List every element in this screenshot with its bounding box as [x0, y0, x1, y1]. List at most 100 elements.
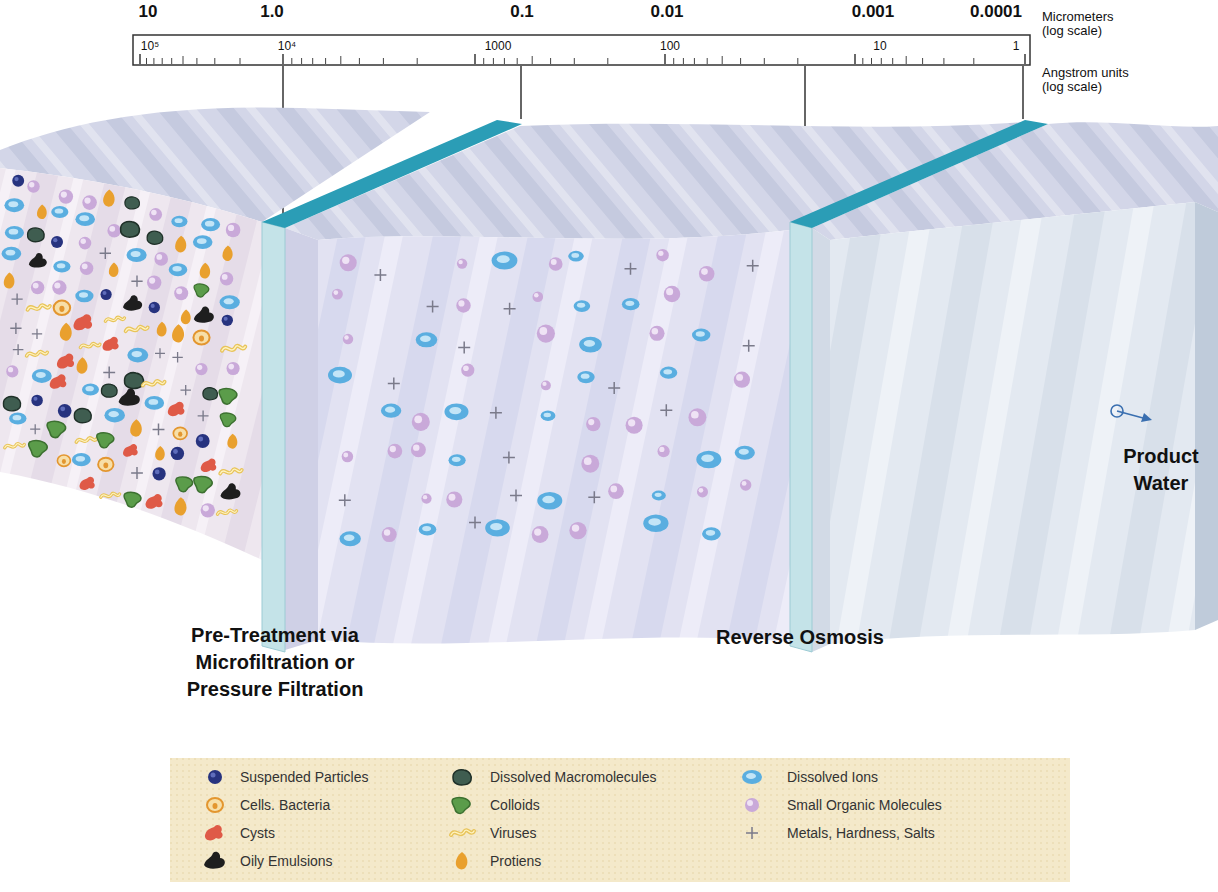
flow-arrow-shaft	[1117, 411, 1143, 418]
organic-molecule	[414, 415, 422, 423]
suspended-particle	[198, 437, 203, 442]
dissolved-ion-icon	[4, 198, 24, 212]
dissolved-ion	[82, 384, 99, 396]
oily-emulsion-icon	[29, 253, 47, 267]
dissolved-ion	[449, 407, 461, 414]
suspended-particle	[103, 291, 107, 295]
organic-molecule-icon	[446, 491, 462, 507]
dissolved-ion	[205, 221, 215, 227]
salt-mark-icon	[588, 491, 600, 503]
virus-icon	[143, 381, 165, 386]
protein-icon	[109, 263, 119, 277]
suspended-particle	[14, 177, 18, 181]
dissolved-ion-icon	[702, 527, 721, 540]
organic-molecule	[79, 237, 92, 250]
organic-molecule-icon	[227, 362, 240, 375]
micrometer-value: 0.0001	[960, 2, 1032, 22]
dissolved-ion	[132, 351, 143, 357]
organic-molecule-icon	[411, 442, 426, 457]
bacteria-cell	[213, 803, 218, 809]
dissolved-ion	[175, 218, 183, 223]
organic-molecule	[588, 419, 594, 425]
salt-mark	[131, 467, 143, 479]
dissolved-ion-icon	[72, 453, 91, 466]
salt-mark-icon	[625, 263, 637, 275]
organic-molecule	[52, 280, 66, 294]
organic-molecule	[745, 798, 759, 812]
dissolved-ion	[706, 530, 715, 536]
angstrom-value: 1000	[479, 39, 517, 53]
macromolecule	[147, 231, 163, 244]
dissolved-ion	[449, 454, 466, 466]
dissolved-ion	[541, 411, 556, 421]
cyst	[205, 825, 223, 840]
organic-molecule	[534, 529, 541, 536]
suspended-particle-icon	[58, 404, 72, 418]
virus	[5, 444, 25, 448]
dissolved-ion-icon	[735, 446, 755, 460]
scale-tick	[673, 58, 674, 64]
suspended-particle	[173, 449, 178, 454]
angstrom-value: 10⁴	[272, 39, 302, 53]
bacteria-cell	[59, 306, 64, 312]
virus	[76, 438, 96, 442]
organic-molecule	[666, 288, 673, 295]
macromolecule	[203, 388, 218, 400]
organic-molecule	[54, 282, 60, 288]
cyst-icon	[103, 337, 119, 351]
legend-label: Cysts	[240, 824, 275, 842]
dissolved-ion-icon	[445, 403, 469, 420]
organic-molecule	[390, 446, 396, 452]
dissolved-ion-icon	[328, 367, 352, 384]
salt-mark	[503, 452, 515, 464]
dissolved-ion	[333, 370, 345, 377]
organic-molecule-icon	[147, 275, 161, 289]
suspended-particle	[151, 304, 155, 308]
organic-molecule	[584, 457, 592, 465]
organic-molecule	[699, 266, 715, 282]
dissolved-ion	[148, 399, 158, 405]
micrometer-value: 10	[128, 2, 168, 22]
dissolved-ion	[663, 369, 672, 374]
salt-mark	[625, 263, 637, 275]
macromolecule-icon	[121, 221, 140, 237]
dissolved-ion	[4, 198, 24, 212]
organic-molecule	[421, 493, 431, 503]
dissolved-ion	[655, 493, 662, 497]
organic-molecule-icon	[461, 364, 474, 377]
virus	[220, 469, 242, 474]
organic-molecule	[29, 182, 34, 187]
organic-molecule	[220, 272, 233, 285]
virus-icon	[101, 493, 120, 497]
organic-molecule-icon	[537, 325, 555, 343]
cyst-icon	[205, 825, 223, 840]
organic-molecule-icon	[656, 249, 668, 261]
salt-mark	[490, 407, 502, 419]
scale-tick	[282, 54, 284, 64]
cyst-icon	[168, 402, 185, 417]
salt-mark	[339, 494, 351, 506]
virus-icon	[126, 327, 148, 332]
dissolved-ion	[584, 340, 595, 347]
salt-mark-icon	[458, 342, 470, 354]
organic-molecule	[539, 327, 547, 335]
organic-molecule-icon	[541, 380, 551, 390]
salt-mark	[588, 491, 600, 503]
salt-mark-icon	[100, 248, 111, 259]
organic-molecule	[413, 444, 419, 450]
macromolecule	[453, 770, 471, 785]
suspended-particle	[224, 317, 228, 321]
colloid	[194, 284, 209, 297]
salt-mark-icon	[13, 344, 24, 355]
organic-molecule	[6, 365, 18, 377]
dissolved-ion	[625, 301, 634, 306]
salt-mark	[153, 423, 165, 435]
suspended-particle	[31, 395, 42, 406]
organic-molecule	[80, 261, 93, 274]
suspended-particle	[222, 315, 233, 326]
salt-mark-icon	[131, 276, 142, 287]
virus-icon	[220, 469, 242, 474]
organic-molecule	[61, 191, 67, 197]
organic-molecule	[658, 251, 663, 256]
